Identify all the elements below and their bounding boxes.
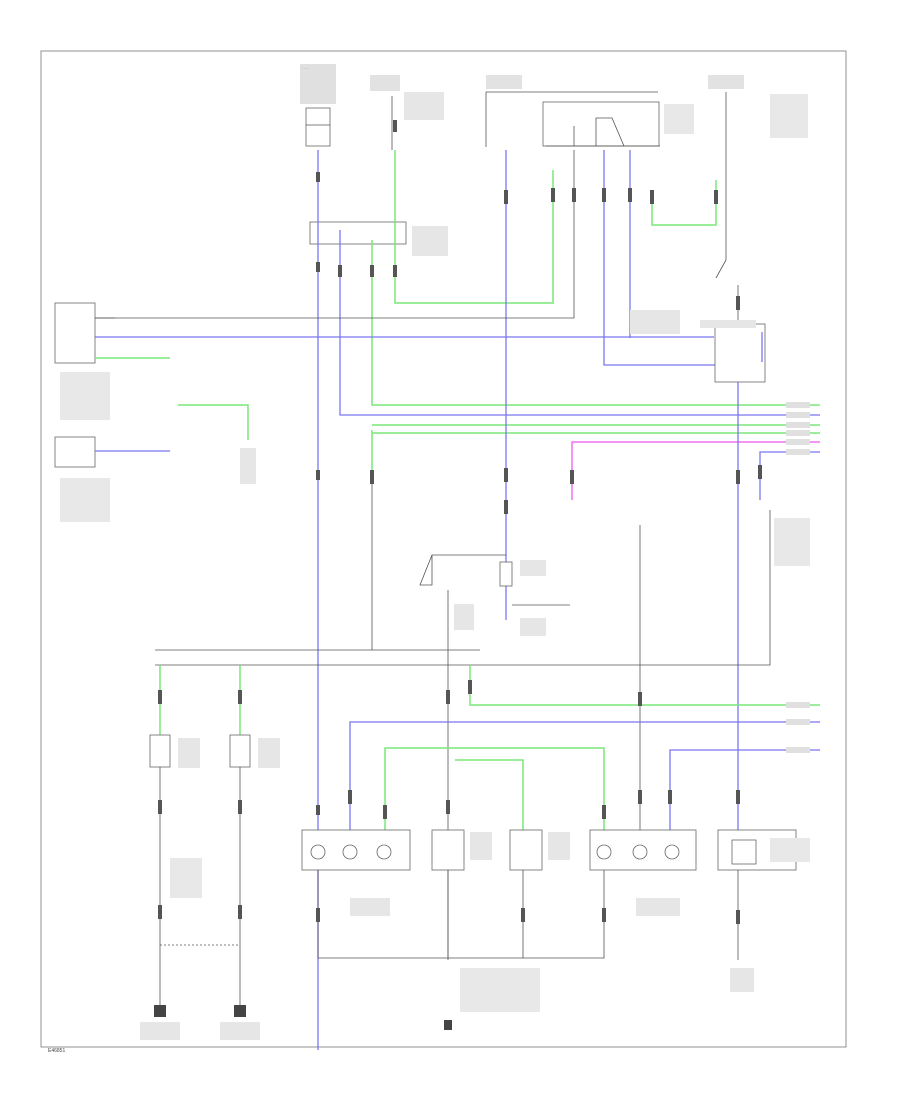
lamp-center-2 (509, 829, 570, 871)
label-right-mid (774, 518, 810, 566)
label-bottom-center (460, 968, 540, 1012)
wire-blue-relay-2 (603, 150, 718, 366)
fuse-block-right (708, 75, 808, 175)
svg-text:· · ·: · · · (302, 66, 308, 71)
junction-block (309, 221, 448, 256)
connector-marks (158, 120, 762, 924)
wire-green-bus-right (469, 665, 820, 706)
lamp-center-1 (431, 829, 492, 871)
label-ground-right (730, 968, 754, 992)
right-module (630, 310, 766, 383)
wire-blue-2 (339, 230, 820, 416)
lamp-cluster-right (589, 829, 697, 916)
label-block (240, 448, 256, 484)
ground-symbol-center (444, 1020, 452, 1030)
fuse-block-left (370, 75, 444, 150)
wire-blue-right (759, 451, 820, 500)
wire-pink (571, 441, 820, 500)
lamp-cluster-left (301, 829, 411, 916)
wire-green-2 (371, 240, 820, 406)
lamp-left-1 (149, 665, 200, 1010)
wire-green-bus-2 (384, 747, 605, 830)
ground-symbol-left-2 (220, 1005, 260, 1040)
wire-blue-bus-1 (349, 721, 820, 830)
relay-block (542, 101, 694, 147)
wire-green-top-loop (394, 150, 554, 304)
lamp-far-right (717, 829, 810, 871)
connector-arrows-right (786, 402, 810, 753)
ground-symbol-left (140, 1005, 180, 1040)
diagram-code: E46851 (48, 1048, 65, 1054)
label-bottom-left (170, 858, 202, 898)
ground-bus (155, 480, 771, 666)
left-switch-1 (54, 302, 115, 420)
wire-green-left-3 (178, 404, 249, 440)
diagram-frame (40, 50, 847, 1048)
wire-green-bus-3 (455, 759, 524, 830)
lamp-left-2 (229, 665, 280, 1010)
fuse-block-center (485, 75, 658, 147)
center-relay (419, 554, 570, 636)
top-module: · · · (300, 64, 336, 147)
left-switch-2 (54, 436, 110, 522)
wire-blue-bus-2 (669, 749, 820, 830)
wire-green-right (651, 180, 717, 226)
wire-black-relay (92, 150, 575, 319)
label-small (454, 604, 474, 630)
wire-black-switch (715, 175, 727, 279)
